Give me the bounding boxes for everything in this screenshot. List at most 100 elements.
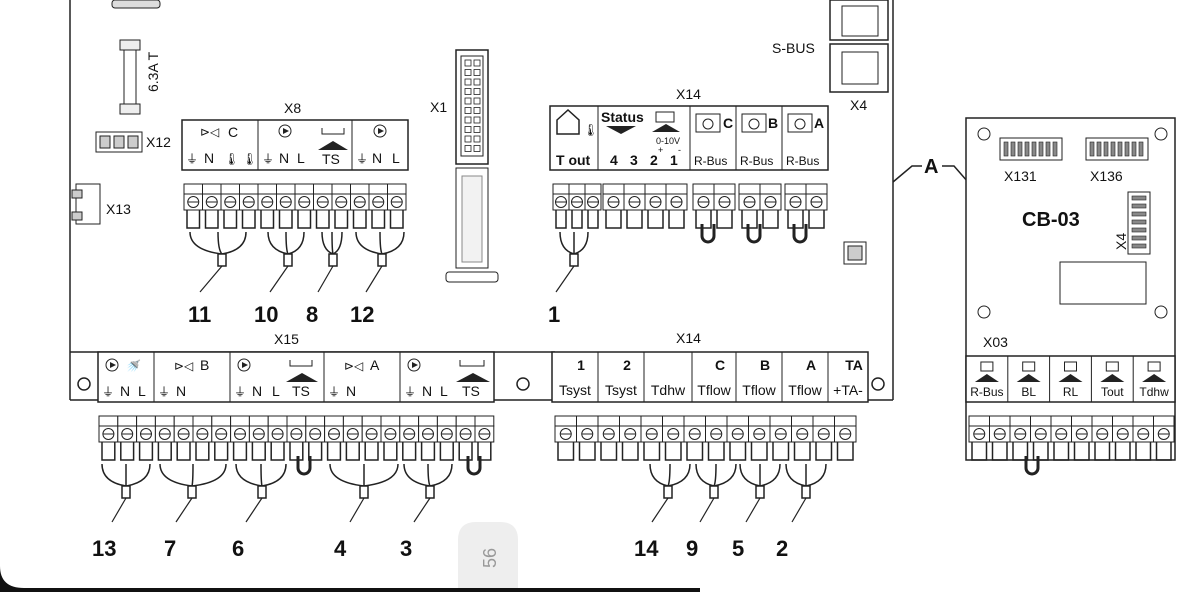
screw-terminal <box>342 415 363 461</box>
cb-03-screw-terminals <box>968 415 1175 461</box>
connector-pin <box>1103 141 1109 157</box>
x15-label: X15 <box>274 331 299 347</box>
screw-terminal <box>399 415 420 461</box>
x13-label: X13 <box>106 201 131 217</box>
x14-pin-3: 3 <box>630 152 638 168</box>
connector-pin <box>464 59 472 67</box>
screw-terminal <box>568 183 586 229</box>
callout-number: 7 <box>164 536 176 561</box>
connector-pin <box>1131 243 1147 249</box>
x15-block2-title: B <box>200 357 209 373</box>
callout-number: 8 <box>306 302 318 327</box>
x15-block1-pin-l: L <box>138 383 146 399</box>
board-component <box>111 0 161 9</box>
connector-pin <box>473 116 481 124</box>
callout-number: 13 <box>92 536 116 561</box>
fuse-rating-label: 6.3A T <box>145 51 161 92</box>
screw-terminal <box>597 415 620 461</box>
x12-connector: X12 <box>95 131 171 153</box>
x14-top-screw-terminals <box>552 183 828 229</box>
screw-terminal <box>220 183 240 229</box>
screw-terminal <box>619 415 642 461</box>
x14-plus-label: + <box>658 145 663 155</box>
screw-terminal <box>640 415 663 461</box>
x14-bottom-index: B <box>760 357 770 373</box>
screw-terminal <box>267 415 288 461</box>
x1-connector: X1 <box>430 49 499 283</box>
x14-tout-label: T out <box>556 152 591 168</box>
svg-text:🌡: 🌡 <box>242 152 257 166</box>
x8-screw-terminals <box>183 183 407 229</box>
screw-terminal <box>784 183 807 229</box>
screw-terminal <box>1153 415 1175 461</box>
x14-bottom-label: X14 <box>676 330 701 346</box>
wire-bundles <box>101 224 1040 523</box>
screw-terminal <box>644 183 667 229</box>
wire-bundle <box>101 463 151 523</box>
x8-block2-pin-l: L <box>297 150 305 166</box>
callout-number: 12 <box>350 302 374 327</box>
cb03-terminal-label: RL <box>1063 385 1079 399</box>
svg-text:🚿: 🚿 <box>126 359 141 373</box>
screw-terminal <box>602 183 625 229</box>
cb03-terminal-label: BL <box>1021 385 1036 399</box>
jumper-wire <box>700 224 716 244</box>
a-marker-label: A <box>924 156 938 178</box>
screw-terminal <box>1009 415 1031 461</box>
x4-vertical-label: X4 <box>1113 233 1129 250</box>
x8-block2-pin-n: N <box>279 150 289 166</box>
connector-pin <box>464 88 472 95</box>
screw-terminal <box>305 415 326 461</box>
wire-bundle <box>739 463 781 523</box>
callout-number: 2 <box>776 536 788 561</box>
screw-terminal <box>662 415 685 461</box>
x14-rbus-c-label: R-Bus <box>694 154 727 168</box>
screw-terminal <box>350 183 370 229</box>
svg-text:⊳◁: ⊳◁ <box>174 359 194 373</box>
x4-label: X4 <box>850 97 867 113</box>
x8-block3-pin-n: N <box>372 150 382 166</box>
connector-pin <box>1131 227 1147 233</box>
connector-pin <box>1038 141 1044 157</box>
x14-bottom-index: TA <box>845 357 863 373</box>
x14-status-label: Status <box>601 109 644 125</box>
fuse: 6.3A T <box>119 39 161 115</box>
screw-terminal <box>968 415 990 461</box>
screw-terminal <box>324 415 344 461</box>
screw-terminal <box>436 415 457 461</box>
screw-terminal <box>705 415 728 461</box>
x15-block5-pin-l: L <box>440 383 448 399</box>
screw-terminal <box>474 415 495 461</box>
screw-terminal <box>791 415 814 461</box>
connector-pin <box>1024 141 1030 157</box>
connector-pin <box>1117 141 1123 157</box>
connector-pin <box>1131 141 1137 157</box>
page-number-tab: 56 <box>458 522 518 592</box>
x14-rbus-b-letter: B <box>768 115 778 131</box>
wire-bundle <box>695 463 737 523</box>
callout-number: 11 <box>188 302 211 327</box>
screw-terminal <box>713 183 736 229</box>
jumper-wire <box>1024 456 1040 476</box>
page-number: 56 <box>480 548 500 568</box>
connector-pin <box>464 126 472 133</box>
x14-bottom-sensor-label: Tflow <box>742 382 776 398</box>
svg-text:⏚: ⏚ <box>262 152 274 166</box>
screw-terminal <box>117 415 138 461</box>
screw-terminal <box>183 183 203 229</box>
screw-terminal <box>692 183 715 229</box>
screw-terminal <box>239 183 259 229</box>
connector-pin <box>1131 195 1147 201</box>
x14-bottom-sensor-label: Tdhw <box>651 382 686 398</box>
x14-top-label: X14 <box>676 86 701 102</box>
jumper-wire <box>296 456 312 476</box>
screw-terminal <box>584 183 602 229</box>
screw-terminal <box>173 415 194 461</box>
x14-bottom-screw-terminals <box>554 415 857 461</box>
screw-terminal <box>313 183 333 229</box>
x14-bottom-sensor-label: +TA- <box>833 382 863 398</box>
wire-bundle <box>785 463 827 523</box>
